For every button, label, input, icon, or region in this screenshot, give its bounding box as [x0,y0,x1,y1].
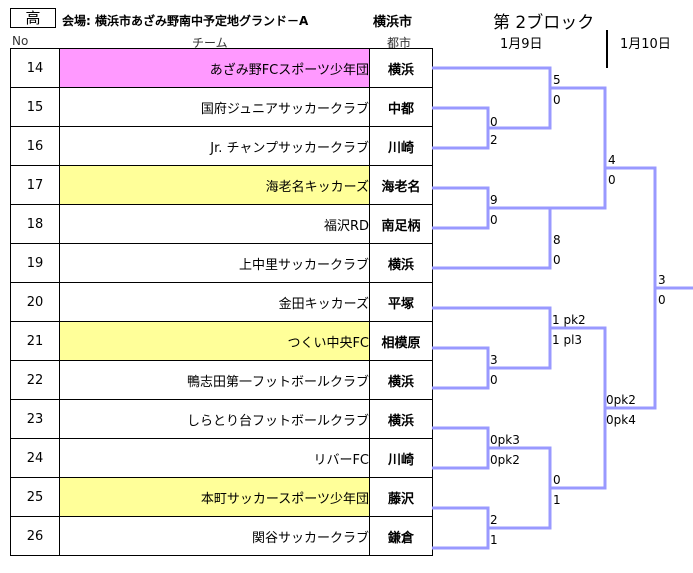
score-m20-bottom: 1 pl3 [552,333,583,347]
bracket-r2-20 [432,306,552,370]
team-city: 海老名 [369,165,433,205]
bracket-r2-19 [432,206,552,270]
score-m15-16-bottom: 2 [490,133,498,147]
bracket-r1-23-24 [432,426,490,470]
score-m-b-top: 0 [553,473,561,487]
score-m15-16-top: 0 [490,115,498,129]
team-name: 福沢RD [59,204,370,244]
score-m21-22-top: 3 [490,353,498,367]
team-name: リバーFC [59,438,370,478]
bracket-r1-21-22 [432,346,490,390]
score-m19-bottom: 0 [553,253,561,267]
team-name: つくい中央FC [59,321,370,361]
team-name: Jr. チャンプサッカークラブ [59,126,370,166]
score-m17-18-bottom: 0 [490,213,498,227]
date-divider [606,30,608,68]
score-m25-26-top: 2 [490,513,498,527]
bracket-final [605,166,657,410]
team-city: 川崎 [369,438,433,478]
team-name: しらとり台フットボールクラブ [59,399,370,439]
score-m20-top: 1 pk2 [552,313,586,327]
level-badge: 高 [10,8,56,28]
score-m14-top: 5 [553,73,561,87]
team-name: 国府ジュニアサッカークラブ [59,87,370,127]
score-semi-a-top: 4 [608,153,616,167]
bracket-r2-14 [432,66,552,130]
team-city: 横浜 [369,243,433,283]
score-semi-b-top: 0pk2 [606,393,636,407]
score-final-bottom: 0 [658,293,666,307]
day1-date: 1月9日 [500,37,543,52]
bracket-r1-15-16 [432,106,490,150]
score-semi-b-bottom: 0pk4 [606,413,636,427]
score-semi-a-bottom: 0 [608,173,616,187]
team-number: 23 [10,399,60,439]
score-m25-26-bottom: 1 [490,533,498,547]
team-number: 15 [10,87,60,127]
team-city: 南足柄 [369,204,433,244]
block-title: 第 2ブロック [493,13,595,33]
score-m14-bottom: 0 [553,93,561,107]
team-name: 鴨志田第一フットボールクラブ [59,360,370,400]
day2-date: 1月10日 [620,37,671,52]
column-header-team: チーム [192,36,228,50]
score-m19-top: 8 [553,233,561,247]
host-city-label: 横浜市 [373,15,413,30]
team-city: 藤沢 [369,477,433,517]
score-m21-22-bottom: 0 [490,373,498,387]
team-name: 本町サッカースポーツ少年団 [59,477,370,517]
score-m-b-bottom: 1 [553,493,561,507]
bracket-r1-17-18 [432,186,490,230]
team-city: 横浜 [369,360,433,400]
score-final-top: 3 [658,273,666,287]
score-m17-18-top: 9 [490,193,498,207]
score-m23-24-bottom: 0pk2 [490,453,520,467]
team-number: 26 [10,516,60,556]
venue-label: 会場: 横浜市あざみ野南中予定地グランド－A [62,14,309,28]
column-header-city: 都市 [387,36,412,50]
team-number: 22 [10,360,60,400]
column-header-no: No [12,34,29,48]
team-name: あざみ野FCスポーツ少年団 [59,48,370,88]
team-city: 鎌倉 [369,516,433,556]
bracket-semi-a [550,86,607,210]
bracket-r1-25-26 [432,506,490,550]
team-number: 24 [10,438,60,478]
team-name: 金田キッカーズ [59,282,370,322]
bracket-semi-b [550,326,607,490]
team-number: 21 [10,321,60,361]
team-city: 川崎 [369,126,433,166]
score-m23-24-top: 0pk3 [490,433,520,447]
team-city: 横浜 [369,399,433,439]
